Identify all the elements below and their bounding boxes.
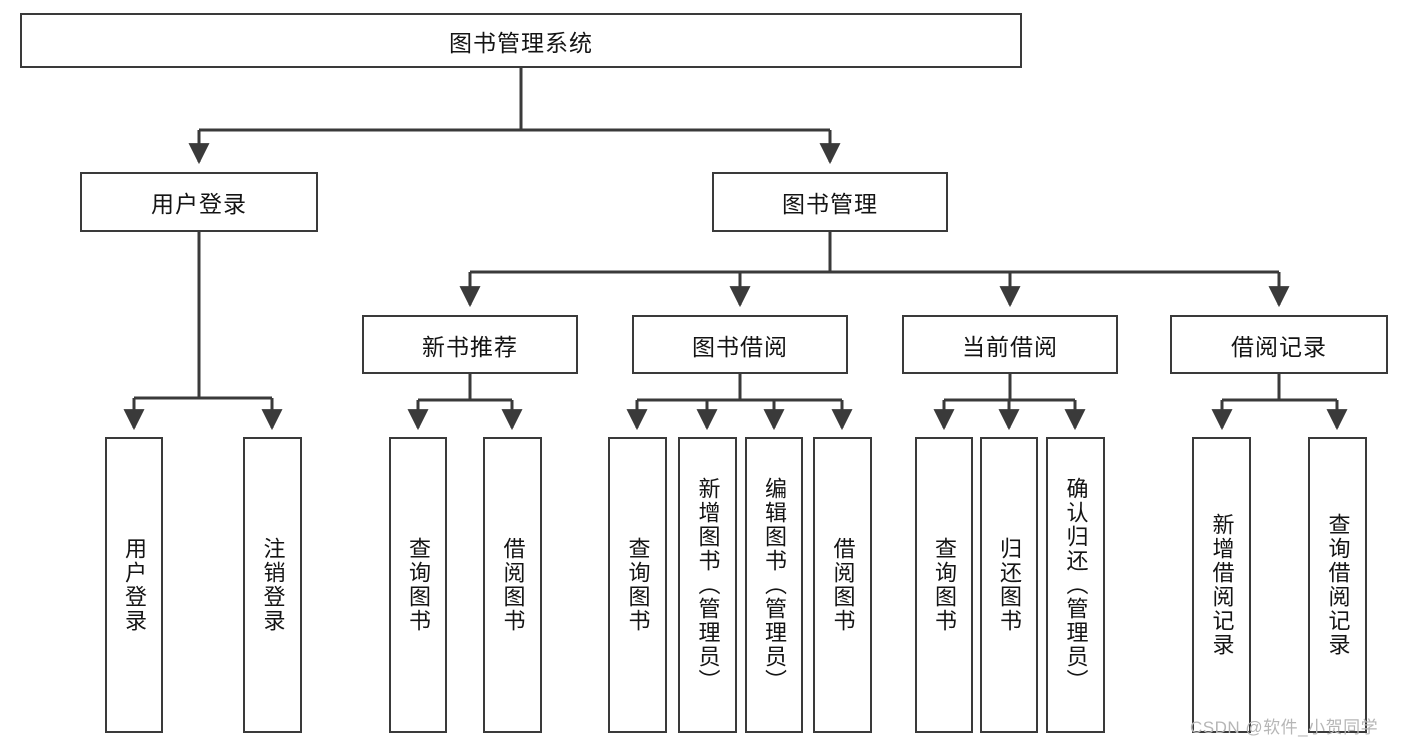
node-label: 确认归还（管理员）	[1063, 477, 1089, 693]
node-new-book-recommend[interactable]: 新书推荐	[362, 315, 578, 374]
leaf-borrow-edit-book-admin[interactable]: 编辑图书（管理员）	[745, 437, 803, 733]
leaf-current-confirm-return-admin[interactable]: 确认归还（管理员）	[1046, 437, 1105, 733]
node-label: 新增图书（管理员）	[695, 477, 721, 693]
node-label: 查询图书	[405, 537, 431, 633]
node-label: 用户登录	[121, 537, 147, 633]
leaf-record-add-record[interactable]: 新增借阅记录	[1192, 437, 1251, 733]
node-label: 新增借阅记录	[1209, 513, 1235, 657]
node-label: 图书管理	[782, 191, 878, 217]
leaf-borrow-query-book[interactable]: 查询图书	[608, 437, 667, 733]
leaf-current-return-book[interactable]: 归还图书	[980, 437, 1038, 733]
leaf-current-query-book[interactable]: 查询图书	[915, 437, 973, 733]
node-label: 图书管理系统	[449, 29, 593, 56]
node-label: 注销登录	[260, 537, 286, 633]
node-current-borrow[interactable]: 当前借阅	[902, 315, 1118, 374]
node-label: 用户登录	[151, 191, 247, 217]
leaf-newbook-borrow-book[interactable]: 借阅图书	[483, 437, 542, 733]
leaf-record-query-record[interactable]: 查询借阅记录	[1308, 437, 1367, 733]
node-label: 查询图书	[625, 537, 651, 633]
node-label: 借阅图书	[500, 537, 526, 633]
node-borrow-record[interactable]: 借阅记录	[1170, 315, 1388, 374]
leaf-borrow-borrow-book[interactable]: 借阅图书	[813, 437, 872, 733]
node-label: 查询借阅记录	[1325, 513, 1351, 657]
node-book-borrow[interactable]: 图书借阅	[632, 315, 848, 374]
node-label: 查询图书	[931, 537, 957, 633]
node-label: 新书推荐	[422, 333, 518, 360]
leaf-newbook-query-book[interactable]: 查询图书	[389, 437, 447, 733]
csdn-watermark: CSDN @软件_小贺同学	[1190, 718, 1379, 737]
leaf-user-login[interactable]: 用户登录	[105, 437, 163, 733]
leaf-user-logout[interactable]: 注销登录	[243, 437, 302, 733]
leaf-borrow-add-book-admin[interactable]: 新增图书（管理员）	[678, 437, 737, 733]
node-label: 借阅图书	[830, 537, 856, 633]
node-root-system[interactable]: 图书管理系统	[20, 13, 1022, 68]
node-label: 图书借阅	[692, 333, 788, 360]
node-label: 编辑图书（管理员）	[761, 477, 787, 693]
node-label: 归还图书	[996, 537, 1022, 633]
node-book-management[interactable]: 图书管理	[712, 172, 948, 232]
node-user-login[interactable]: 用户登录	[80, 172, 318, 232]
node-label: 借阅记录	[1231, 333, 1327, 360]
node-label: 当前借阅	[962, 333, 1058, 360]
